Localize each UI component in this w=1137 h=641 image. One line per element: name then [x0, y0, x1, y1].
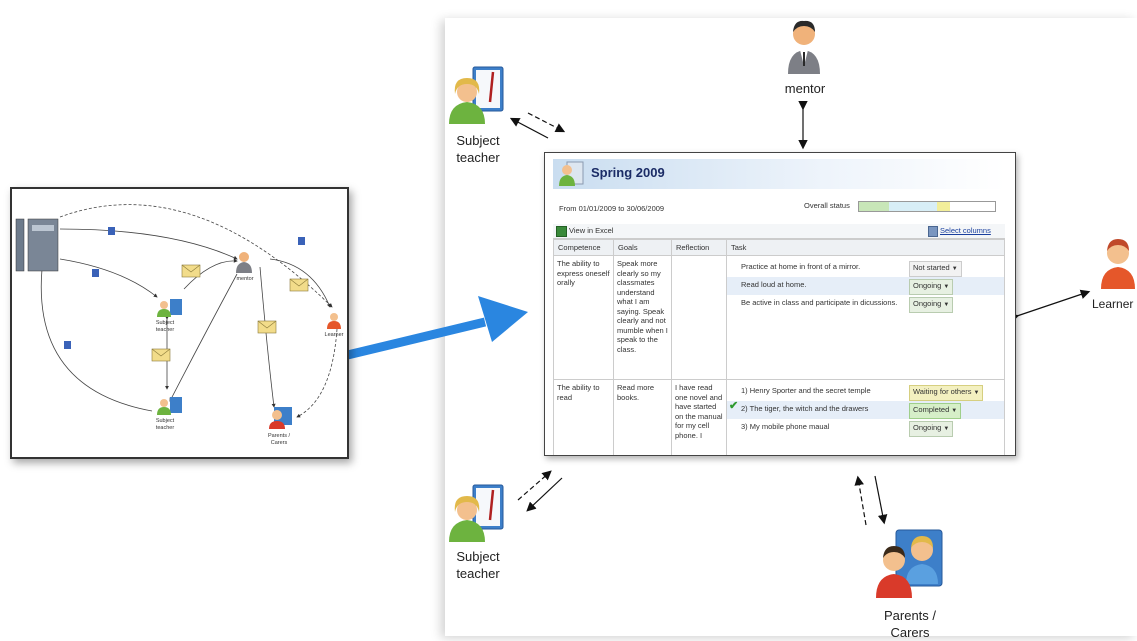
- task-text: Be active in class and participate in di…: [741, 298, 898, 307]
- teacher-icon: [449, 484, 504, 542]
- status-segment: [859, 202, 889, 211]
- task-text: 1) Henry Sporter and the secret temple: [741, 386, 871, 395]
- parents-solid: [874, 475, 888, 525]
- reflection-cell: I have read one novel and have started o…: [671, 379, 727, 455]
- plan-table: Competence Goals Reflection Task The abi…: [553, 239, 1005, 455]
- chevron-down-icon: ▼: [951, 408, 958, 414]
- goals-cell: Speak more clearly so my classmates unde…: [613, 255, 672, 380]
- table-header-row: Competence Goals Reflection Task: [553, 239, 1005, 256]
- competence-cell: The ability to express oneself orally: [553, 255, 614, 380]
- chevron-down-icon: ▼: [943, 426, 950, 432]
- column-header-reflection[interactable]: Reflection: [671, 239, 727, 256]
- competence-cell: The ability to read: [553, 379, 614, 455]
- task-status-text: Ongoing: [913, 299, 942, 308]
- mentor-icon: [788, 20, 820, 74]
- teacher-top-solid: [509, 117, 549, 139]
- columns-icon: [928, 226, 938, 237]
- task-text: 2) The tiger, the witch and the drawers: [741, 404, 869, 413]
- thumbnail-connectors: [15, 204, 341, 429]
- parents-dashed: [854, 475, 867, 526]
- thumb-mentor-label: mentor: [236, 276, 254, 282]
- task-item: Read loud at home. Ongoing▼: [727, 277, 1004, 295]
- table-row: The ability to express oneself orally Sp…: [553, 255, 1005, 380]
- development-plan-window: Spring 2009 From 01/01/2009 to 30/06/200…: [544, 152, 1016, 456]
- checkmark-icon: ✔: [729, 400, 739, 412]
- task-status-dropdown[interactable]: Waiting for others▼: [909, 385, 984, 401]
- chevron-down-icon: ▼: [951, 266, 958, 272]
- teacher-icon: [449, 66, 504, 124]
- table-row: The ability to read Read more books. I h…: [553, 379, 1005, 455]
- status-segment: [888, 202, 937, 211]
- mentor-label: mentor: [784, 81, 826, 96]
- task-status-dropdown[interactable]: Ongoing▼: [909, 279, 954, 295]
- plan-icon: [559, 161, 584, 186]
- excel-icon: [556, 226, 567, 237]
- task-item: Practice at home in front of a mirror. N…: [727, 259, 1004, 277]
- teacher-bottom-label-2: teacher: [456, 566, 500, 581]
- teacher-top-label-2: teacher: [456, 150, 500, 165]
- status-segment: [936, 202, 951, 211]
- task-item: 3) My mobile phone maual Ongoing▼: [727, 419, 1004, 437]
- task-status-text: Completed: [913, 405, 950, 414]
- column-header-competence[interactable]: Competence: [553, 239, 614, 256]
- parents-label-2: Carers: [890, 625, 930, 640]
- teacher-bottom-label-1: Subject: [456, 549, 500, 564]
- teacher-top-dashed: [527, 112, 566, 133]
- tasks-cell: Practice at home in front of a mirror. N…: [726, 255, 1005, 380]
- parents-label-1: Parents /: [883, 608, 937, 623]
- status-segment: [950, 202, 995, 211]
- thumb-teacher-label-2: Subject teacher: [155, 418, 175, 431]
- chevron-down-icon: ▼: [943, 284, 950, 290]
- task-item: ✔ 2) The tiger, the witch and the drawer…: [727, 401, 1004, 419]
- column-header-goals[interactable]: Goals: [613, 239, 672, 256]
- task-status-text: Not started: [913, 263, 950, 272]
- view-in-excel-link[interactable]: View in Excel: [569, 226, 614, 235]
- learner-link: [1008, 289, 1091, 323]
- task-status-text: Ongoing: [913, 281, 942, 290]
- task-status-dropdown[interactable]: Ongoing▼: [909, 297, 954, 313]
- task-status-dropdown[interactable]: Completed▼: [909, 403, 962, 419]
- thumb-parents-label: Parents / Carers: [267, 433, 290, 446]
- teacher-bottom-solid: [526, 477, 563, 512]
- task-status-text: Ongoing: [913, 423, 942, 432]
- tasks-cell: 1) Henry Sporter and the secret temple W…: [726, 379, 1005, 455]
- task-status-text: Waiting for others: [913, 387, 972, 396]
- task-status-dropdown[interactable]: Ongoing▼: [909, 421, 954, 437]
- teacher-top-label-1: Subject: [456, 133, 500, 148]
- overall-status-label: Overall status: [804, 201, 850, 210]
- column-header-task[interactable]: Task: [726, 239, 1005, 256]
- task-item: 1) Henry Sporter and the secret temple W…: [727, 383, 1004, 401]
- teacher-bottom-dashed: [517, 470, 552, 501]
- overall-status-bar: [858, 201, 996, 212]
- thumbnail-diagram: mentor Subject teacher Subject teacher L…: [10, 187, 349, 459]
- chevron-down-icon: ▼: [943, 302, 950, 308]
- big-blue-arrowhead: [478, 296, 528, 342]
- task-item: Be active in class and participate in di…: [727, 295, 1004, 323]
- plan-title: Spring 2009: [591, 165, 665, 180]
- thumb-learner-label: Learner: [324, 332, 344, 338]
- goals-cell: Read more books.: [613, 379, 672, 455]
- task-text: 3) My mobile phone maual: [741, 422, 830, 431]
- toolbar: View in Excel Select columns: [553, 224, 1005, 239]
- task-status-dropdown[interactable]: Not started▼: [909, 261, 962, 277]
- learner-label: Learner: [1092, 297, 1134, 311]
- date-range: From 01/01/2009 to 30/06/2009: [559, 204, 665, 213]
- parents-icon: [876, 529, 943, 598]
- chevron-down-icon: ▼: [973, 390, 980, 396]
- window-header: Spring 2009: [553, 159, 1005, 189]
- learner-icon: [1101, 239, 1135, 289]
- task-text: Read loud at home.: [741, 280, 807, 289]
- select-columns-link[interactable]: Select columns: [940, 226, 991, 235]
- task-text: Practice at home in front of a mirror.: [741, 262, 861, 271]
- thumb-teacher-label-1: Subject teacher: [155, 320, 175, 333]
- reflection-cell: [671, 255, 727, 380]
